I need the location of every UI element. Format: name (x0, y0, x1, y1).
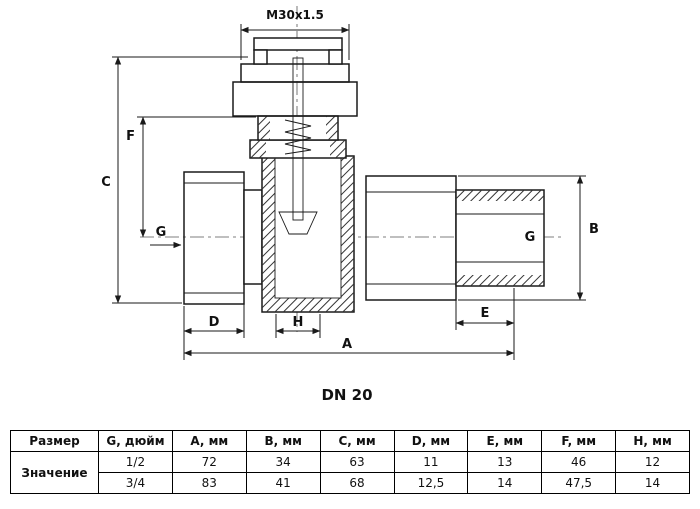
table-header-row: Размер G, дюйм A, мм B, мм C, мм D, мм E… (10, 430, 690, 452)
dim-h: H (275, 314, 321, 338)
valve-drawing-area: M30x1.5 C F G G (101, 6, 599, 404)
dim-c: C (101, 56, 248, 304)
row-label-value: Значение (10, 451, 99, 494)
dim-a: A (183, 330, 515, 360)
cell: 46 (541, 451, 617, 473)
dim-label-h: H (293, 315, 304, 330)
header-size: Размер (10, 430, 99, 452)
dim-f: F (126, 116, 256, 238)
dim-g-left: G (150, 225, 182, 249)
left-union-nut (183, 171, 263, 305)
cell: 83 (171, 472, 247, 494)
cell: 11 (393, 451, 469, 473)
right-union-nut (365, 175, 457, 301)
cell: 12 (615, 451, 690, 473)
dim-label-c: C (101, 175, 111, 190)
header-c-mm: C, мм (319, 430, 395, 452)
cell: 68 (319, 472, 395, 494)
valve-technical-drawing: M30x1.5 C F G G (101, 6, 599, 404)
dim-thread-top: M30x1.5 (240, 8, 350, 60)
cell: 14 (467, 472, 543, 494)
dimension-table-wrap: Размер G, дюйм A, мм B, мм C, мм D, мм E… (10, 430, 690, 494)
dim-label-d: D (209, 315, 220, 330)
knurled-cap (232, 63, 358, 117)
dim-label-b: B (589, 222, 599, 237)
valve-body (261, 155, 355, 313)
header-a-mm: A, мм (171, 430, 247, 452)
cell: 63 (319, 451, 395, 473)
dim-label-g-left: G (156, 225, 167, 240)
header-h-mm: H, мм (615, 430, 690, 452)
dim-label-f: F (126, 129, 135, 144)
dim-label-a: A (342, 337, 352, 352)
cell: 1/2 (98, 451, 173, 473)
cell: 13 (467, 451, 543, 473)
dim-e: E (455, 288, 515, 330)
dimension-table: Размер G, дюйм A, мм B, мм C, мм D, мм E… (10, 430, 690, 494)
header-f-mm: F, мм (541, 430, 617, 452)
dim-label-g-right: G (525, 230, 536, 245)
dim-d: D (183, 286, 245, 338)
cell: 41 (245, 472, 321, 494)
cell: 47,5 (541, 472, 617, 494)
table-row: Значение 1/2 72 34 63 11 13 46 12 (10, 451, 690, 494)
dim-label-thread: M30x1.5 (266, 8, 324, 22)
cell: 3/4 (98, 472, 173, 494)
dim-label-e: E (481, 306, 490, 321)
header-e-mm: E, мм (467, 430, 543, 452)
handle-bail (253, 37, 343, 65)
cell: 34 (245, 451, 321, 473)
dim-g-right: G (525, 230, 536, 245)
bonnet-assembly (249, 57, 347, 221)
cell: 72 (171, 451, 247, 473)
header-d-mm: D, мм (393, 430, 469, 452)
cell: 14 (615, 472, 690, 494)
dim-b: B (458, 175, 599, 301)
cell: 12,5 (393, 472, 469, 494)
tailpiece (455, 189, 545, 287)
header-g-inch: G, дюйм (98, 430, 173, 452)
table-row: 3/4 83 41 68 12,5 14 47,5 14 (11, 472, 690, 494)
drawing-title: DN 20 (321, 386, 372, 404)
header-b-mm: B, мм (245, 430, 321, 452)
